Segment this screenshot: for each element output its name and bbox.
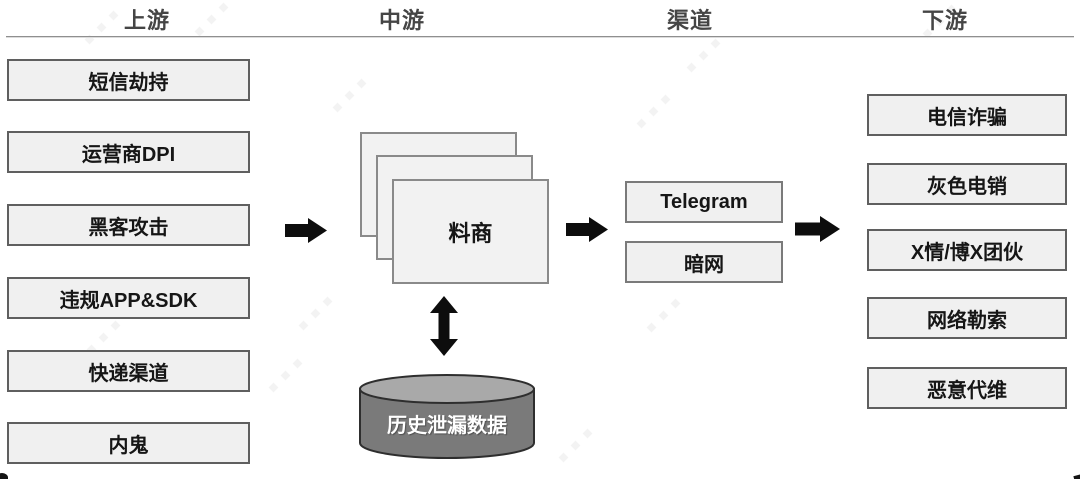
header-channel: 渠道 <box>666 8 713 33</box>
broker-node: 料商 <box>392 179 549 284</box>
channel-node-telegram: Telegram <box>625 181 783 223</box>
upstream-node-illegal-app-sdk: 违规APP&SDK <box>7 277 250 319</box>
downstream-node-cyber-extortion: 网络勒索 <box>867 297 1067 339</box>
header-downstream: 下游 <box>921 8 968 33</box>
watermark-mark <box>686 38 722 74</box>
upstream-node-sms-hijack: 短信劫持 <box>7 59 250 101</box>
header-divider-line <box>6 36 1074 38</box>
downstream-node-x-gangs: X情/博X团伙 <box>867 229 1067 271</box>
flow-arrow-midstream-to-channel-icon <box>566 217 608 242</box>
upstream-node-hacker-attack: 黑客攻击 <box>7 204 250 246</box>
database-node: 历史泄漏数据 <box>358 373 536 461</box>
header-upstream: 上游 <box>123 8 170 33</box>
database-label: 历史泄漏数据 <box>387 415 507 437</box>
watermark-mark <box>558 428 594 464</box>
downstream-node-gray-telesales: 灰色电销 <box>867 163 1067 205</box>
watermark-mark <box>298 296 334 332</box>
downstream-node-telecom-fraud: 电信诈骗 <box>867 94 1067 136</box>
watermark-mark <box>646 298 682 334</box>
watermark-mark <box>636 94 672 130</box>
watermark-mark <box>332 78 368 114</box>
upstream-node-express-channel: 快递渠道 <box>7 350 250 392</box>
cropped-corner-mark <box>1073 473 1080 479</box>
watermark-mark <box>268 358 304 394</box>
upstream-node-carrier-dpi: 运营商DPI <box>7 131 250 173</box>
exchange-double-arrow-icon <box>430 296 458 356</box>
flow-arrow-upstream-to-midstream-icon <box>285 218 327 243</box>
database-cylinder-icon <box>359 374 535 459</box>
flow-arrow-channel-to-downstream-icon <box>795 216 840 242</box>
channel-node-darkweb: 暗网 <box>625 241 783 283</box>
upstream-node-insider: 内鬼 <box>7 422 250 464</box>
header-midstream: 中游 <box>378 8 425 33</box>
downstream-node-malicious-ops: 恶意代维 <box>867 367 1067 409</box>
cropped-corner-mark <box>0 473 8 479</box>
